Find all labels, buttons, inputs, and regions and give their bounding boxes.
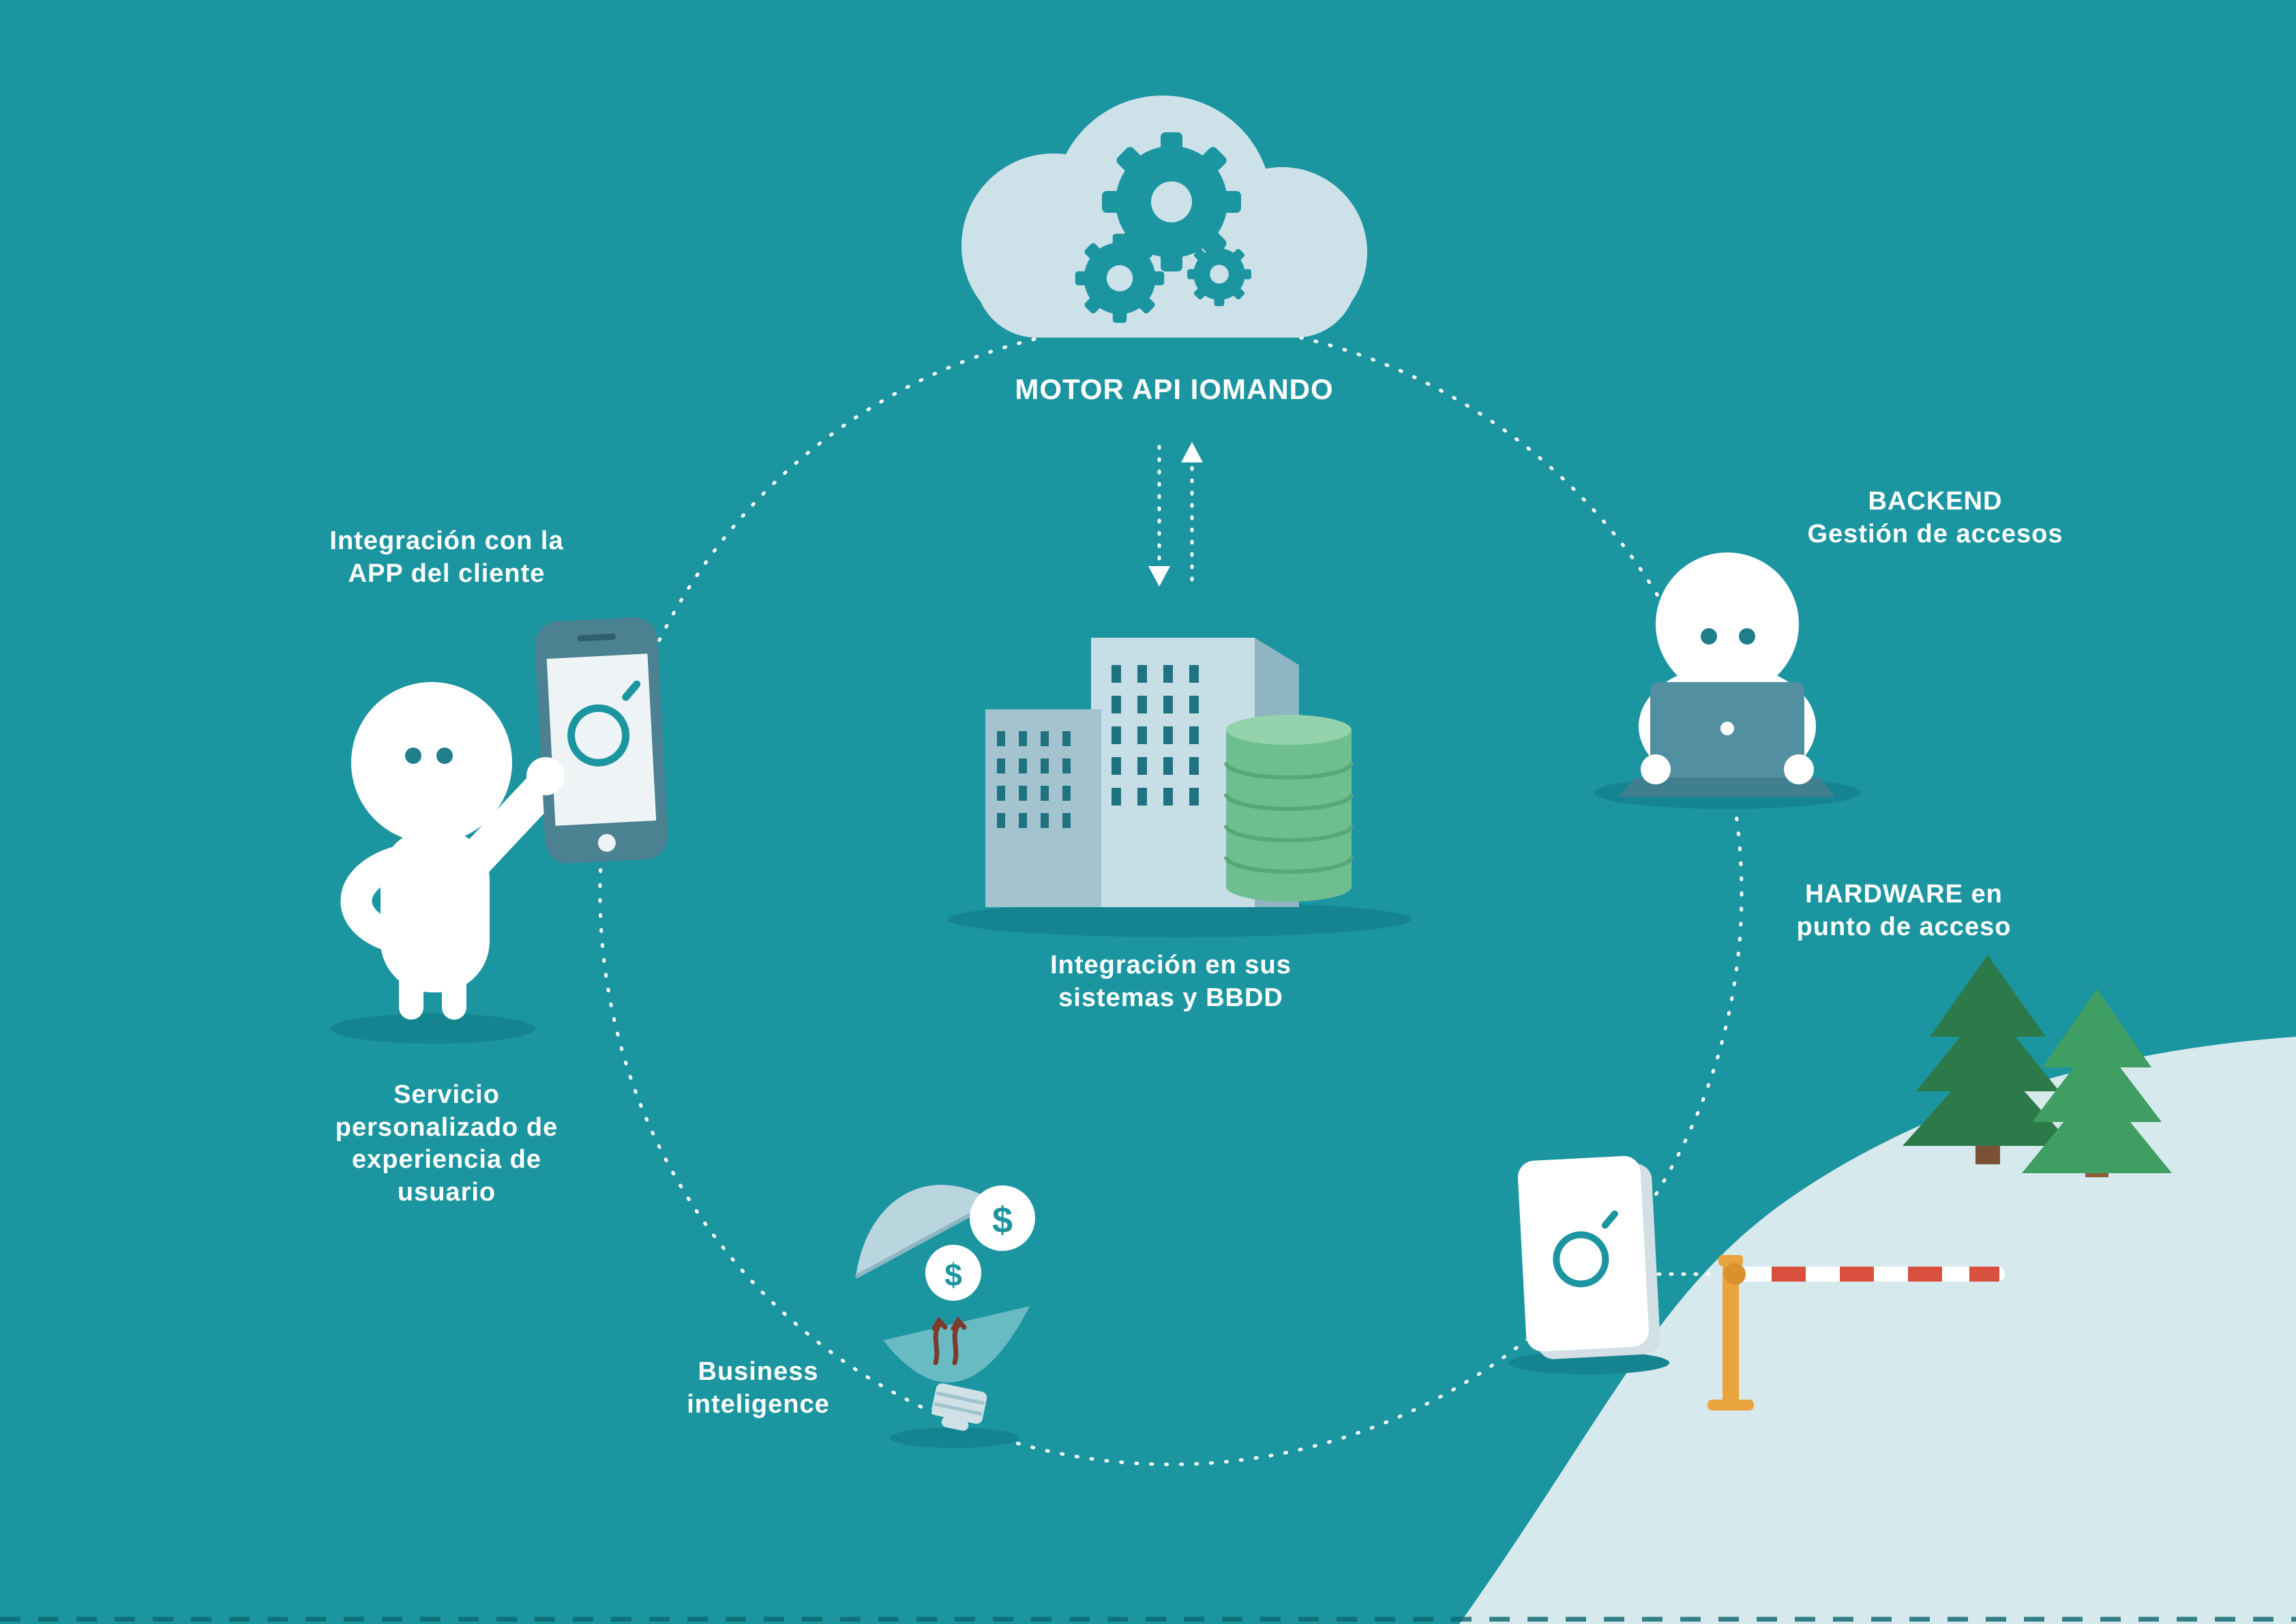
label-systems-integration: Integración en sus sistemas y BBDD <box>1050 951 1292 1012</box>
label-motor-api: MOTOR API IOMANDO <box>1015 373 1334 405</box>
coin-dollar-text: $ <box>992 1200 1013 1241</box>
iomando-logo <box>1553 1210 1618 1288</box>
app-user-figure <box>331 617 668 1044</box>
gear-icon <box>1187 242 1251 306</box>
business-intelligence-illustration: $ $ <box>854 1185 1035 1448</box>
barrier-gate-icon <box>1708 1255 2005 1411</box>
label-user-experience: Servicio personalizado de experiencia de… <box>335 1080 558 1207</box>
shadow <box>331 1014 535 1044</box>
smartphone-icon <box>535 617 668 863</box>
bulb-base <box>931 1383 987 1431</box>
systems-illustration <box>948 638 1412 937</box>
arrow-up-icon <box>1181 442 1203 582</box>
label-business-intelligence: Business inteligence <box>687 1357 830 1419</box>
coin-icon: $ <box>925 1245 981 1301</box>
access-hardware-device <box>1508 1155 1669 1374</box>
coin-icon: $ <box>970 1185 1035 1251</box>
arrow-down-icon <box>1148 445 1170 587</box>
eye <box>1701 628 1717 645</box>
pine-tree-icon <box>2022 989 2172 1177</box>
coin-dollar-text: $ <box>944 1257 962 1293</box>
cloud-icon <box>961 95 1367 338</box>
gear-icon <box>1075 233 1165 323</box>
label-hardware: HARDWARE en punto de acceso <box>1796 880 2012 941</box>
database-icon <box>1224 715 1354 902</box>
eye <box>405 748 421 764</box>
eye <box>436 748 453 764</box>
pine-tree-icon <box>1903 955 2073 1164</box>
road-shape <box>1459 1037 2296 1624</box>
label-backend: BACKEND Gestión de accesos <box>1807 487 2063 548</box>
iomando-logo <box>567 680 641 767</box>
eye <box>1739 628 1755 645</box>
flow-circle <box>598 321 1744 1466</box>
laptop-icon <box>1619 682 1836 797</box>
backend-operator-figure <box>1594 552 1860 809</box>
shadow <box>890 1428 1019 1448</box>
shadow <box>948 902 1412 937</box>
squiggle-arrow <box>931 1316 967 1365</box>
label-app-integration: Integración con la APP del cliente <box>329 527 564 588</box>
